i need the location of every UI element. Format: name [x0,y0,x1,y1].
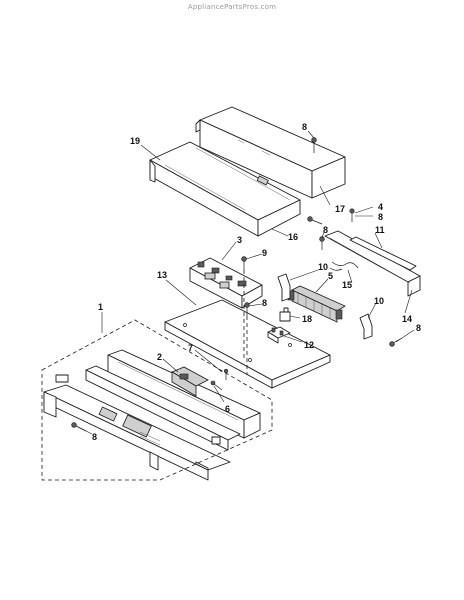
callout-8: 8 [378,212,383,222]
strip-part[interactable] [349,236,417,271]
control-module-part[interactable] [171,366,209,397]
left-bracket-part[interactable] [277,273,291,302]
callout-1: 1 [98,302,103,312]
wire-harness-part[interactable] [329,261,359,271]
screw-icon[interactable] [349,208,355,222]
callout-16: 16 [288,232,298,242]
electronic-control-board-part[interactable] [189,257,263,309]
screw-icon[interactable] [311,137,317,153]
callout-8: 8 [416,323,421,333]
callout-10: 10 [374,296,384,306]
callout-labels: 19 8 17 4 8 8 16 11 3 9 13 10 5 15 14 8 … [92,122,421,442]
leader-lines [77,130,415,435]
screw-icon[interactable] [307,216,323,225]
callout-12: 12 [304,340,314,350]
alignment-guides [243,270,248,375]
callout-9: 9 [262,248,267,258]
assembly-outline [41,319,273,481]
screw-icon[interactable] [210,380,223,391]
front-glass-panel-part[interactable] [43,374,231,481]
screw-icon[interactable] [244,302,250,316]
callout-8: 8 [323,225,328,235]
right-bracket-part[interactable] [359,313,373,340]
cooling-fan-part[interactable] [287,285,346,323]
callout-4: 4 [378,202,383,212]
callout-18: 18 [302,314,312,324]
callout-17: 17 [335,204,345,214]
relay-part[interactable] [279,307,291,322]
top-cover-part[interactable] [195,106,346,199]
screw-icon[interactable] [223,368,229,380]
callout-11: 11 [375,225,385,235]
callout-10: 10 [318,262,328,272]
callout-8: 8 [262,298,267,308]
watermark-text: AppliancePartsPros.com [187,3,277,11]
membrane-insert-part[interactable] [85,365,241,451]
callout-6: 6 [225,404,230,414]
mounting-plate-part[interactable] [164,299,331,389]
callout-13: 13 [157,270,167,280]
callout-8: 8 [302,122,307,132]
callout-14: 14 [402,314,412,324]
screw-icon[interactable] [319,236,325,250]
bracket-rail-part[interactable] [324,230,421,297]
callout-3: 3 [237,235,242,245]
control-panel-shield-part[interactable] [149,141,301,237]
callout-19: 19 [130,136,140,146]
callout-5: 5 [328,271,333,281]
callout-7: 7 [188,343,193,353]
terminal-block-part[interactable] [267,326,291,344]
callout-8: 8 [92,432,97,442]
callout-2: 2 [157,352,162,362]
callout-15: 15 [342,280,352,290]
screw-icon[interactable] [241,256,247,270]
